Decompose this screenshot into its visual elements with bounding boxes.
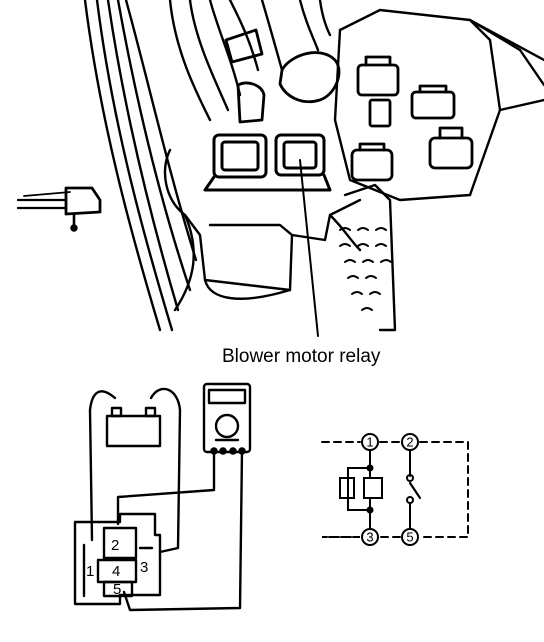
connector-pin-4: 4: [112, 563, 120, 580]
vent-grille: [339, 227, 392, 311]
battery: [88, 387, 182, 448]
relay-bracket: [163, 148, 362, 312]
connector-pin-1: 1: [86, 563, 94, 580]
connector-pin-2: 2: [111, 537, 119, 554]
duct-edge: [343, 183, 397, 332]
callout-leader: [299, 159, 319, 337]
relay-schematic: [321, 433, 469, 546]
schematic-terminal-3: 3: [366, 530, 373, 545]
panel-connectors: [350, 55, 474, 182]
relay-test-setup: [73, 382, 252, 612]
relay-block: [203, 133, 332, 192]
blower-motor-relay-label: Blower motor relay: [222, 346, 381, 367]
schematic-terminal-2: 2: [406, 435, 413, 450]
test-leads: [88, 408, 244, 612]
loose-connector: [16, 186, 102, 232]
connector-pin-3: 3: [140, 559, 148, 576]
relay-switch: [406, 449, 422, 529]
schematic-enclosure: [321, 441, 469, 538]
harness-plug: [224, 28, 341, 124]
schematic-terminal-3-circle: [361, 528, 379, 546]
schematic-terminal-1: 1: [366, 435, 373, 450]
multimeter: [202, 382, 252, 455]
trim-panel-lines: [83, 0, 198, 332]
junction-panel: [333, 8, 544, 202]
dashboard-illustration: [16, 0, 544, 337]
schematic-terminal-5: 5: [406, 530, 413, 545]
relay-coil: [339, 449, 383, 529]
connector-pin-5: 5: [113, 581, 121, 598]
schematic-terminal-1-circle: [361, 433, 379, 451]
relay-connector: [73, 512, 162, 606]
schematic-terminal-5-circle: [401, 528, 419, 546]
wire-harness: [168, 0, 332, 122]
schematic-terminal-2-circle: [401, 433, 419, 451]
